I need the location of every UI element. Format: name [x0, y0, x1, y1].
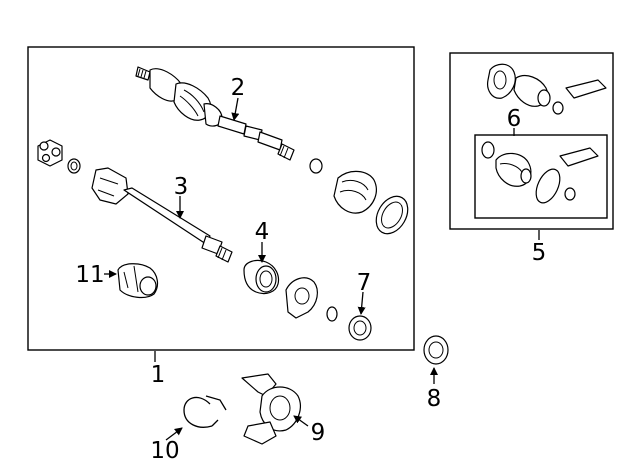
kit-6-frame — [474, 134, 608, 219]
callout-8: 8 — [427, 386, 442, 412]
kit-5-parts — [487, 63, 607, 115]
callout-4: 4 — [255, 219, 270, 245]
kit-5-frame — [449, 52, 614, 230]
callout-3: 3 — [174, 174, 189, 200]
callout-2: 2 — [231, 75, 246, 101]
inner-boot — [309, 158, 409, 235]
callout-7: 7 — [357, 270, 372, 296]
snap-ring-small — [67, 158, 81, 174]
dust-seal — [348, 315, 372, 341]
bearing — [243, 259, 280, 295]
steering-knuckle — [241, 373, 301, 445]
tripod-joint — [37, 139, 63, 167]
kit-6-parts — [481, 141, 599, 204]
dynamic-damper — [117, 263, 159, 299]
retaining-clip — [183, 395, 227, 428]
callout-9: 9 — [311, 420, 326, 446]
assembly-1-frame — [27, 46, 415, 351]
callout-6: 6 — [507, 106, 522, 132]
callout-5: 5 — [532, 240, 547, 266]
snap-ring-mid — [326, 306, 338, 322]
inner-axle-shaft — [91, 167, 233, 263]
outer-axle-shaft — [135, 66, 295, 161]
callout-1: 1 — [151, 362, 166, 388]
oil-seal — [423, 335, 449, 365]
bearing-bracket — [285, 277, 318, 319]
callout-11: 11 — [75, 262, 104, 288]
callout-10: 10 — [150, 438, 179, 464]
